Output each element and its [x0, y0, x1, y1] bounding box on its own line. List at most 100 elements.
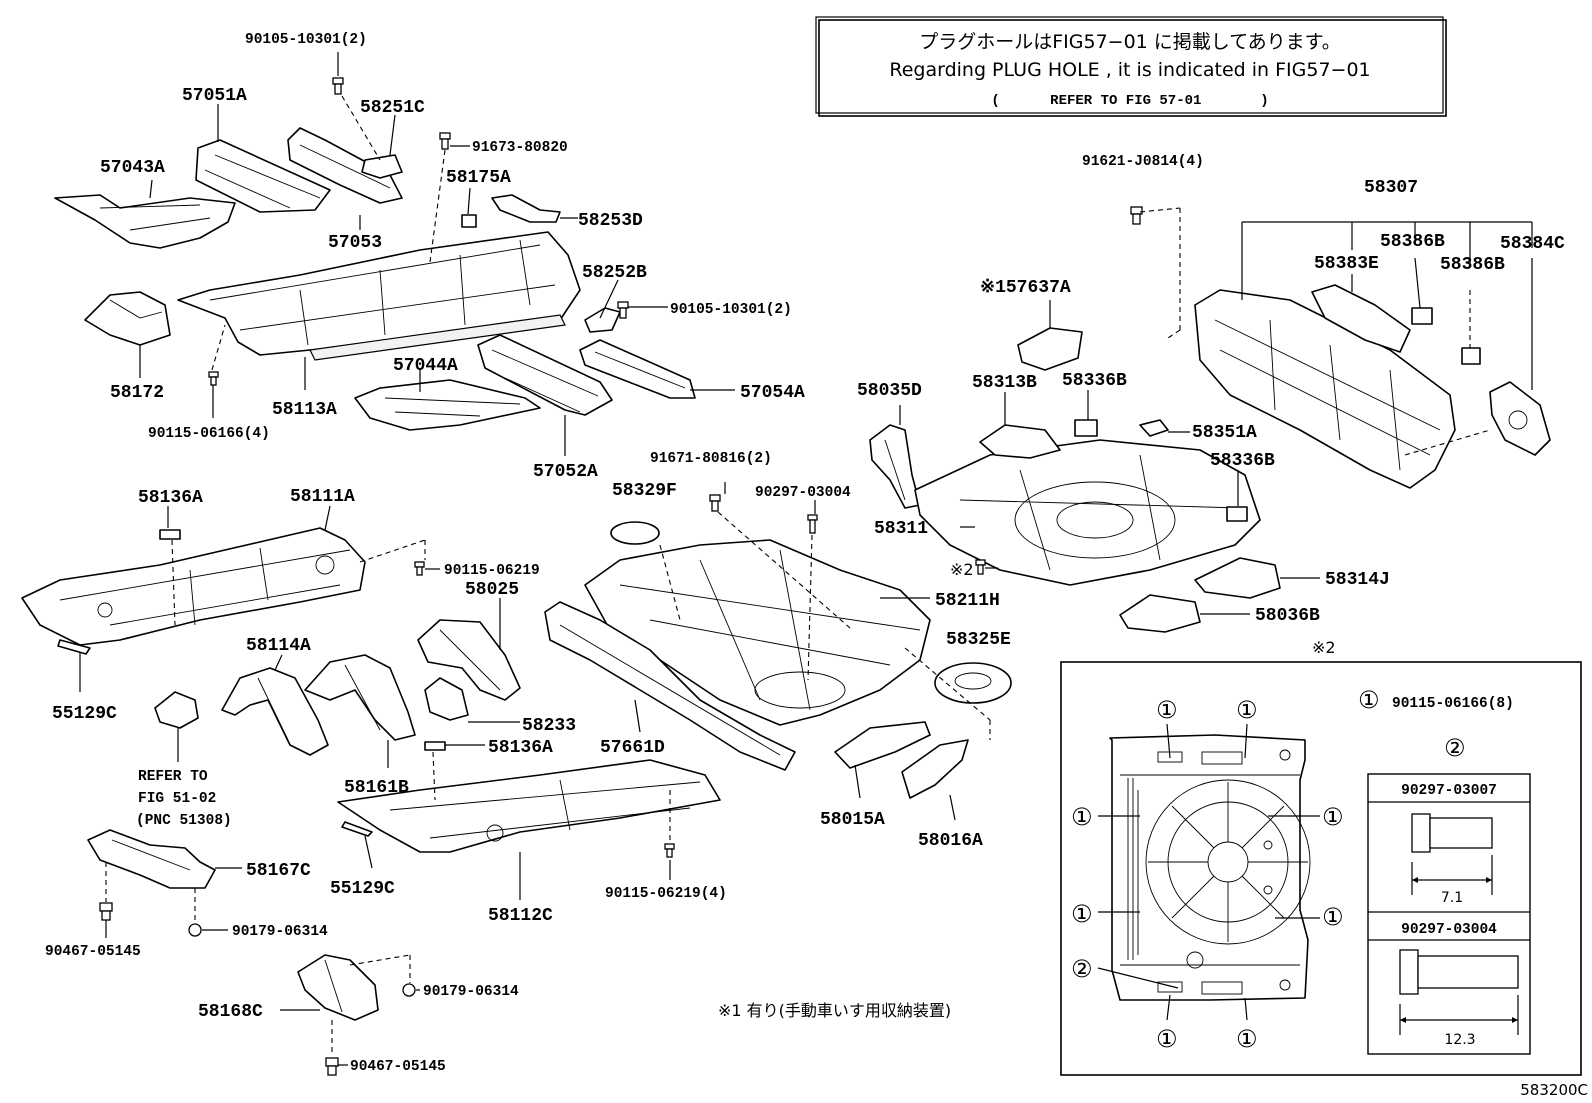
- leader-lines: [79, 52, 1533, 1066]
- label-58325e: 58325E: [946, 630, 1011, 650]
- inset-frame: [1060, 661, 1582, 1076]
- part-57044a-shape: [354, 379, 541, 431]
- note-box-frame: [818, 19, 1447, 117]
- label-58384c: 58384C: [1500, 234, 1565, 254]
- label-55129c-mid: 55129C: [330, 879, 395, 899]
- part-58314j-shape: [1194, 557, 1281, 599]
- label-mark2-bolt: ※2: [950, 560, 974, 579]
- note-line-english: Regarding PLUG HOLE , it is indicated in…: [889, 59, 1370, 81]
- inset-legend-1-symbol: ①: [1358, 686, 1380, 714]
- part-58325e-shape: [934, 662, 1012, 704]
- inset-callout-1-f: ①: [1322, 903, 1344, 931]
- label-58168c: 58168C: [198, 1002, 263, 1022]
- part-shapes: [21, 127, 1551, 1021]
- part-58036b-shape: [1119, 594, 1201, 633]
- bolt-90297-03004: [807, 514, 818, 534]
- bolt-mark2: [975, 559, 986, 575]
- part-58111a-shape: [21, 527, 366, 646]
- inset-callout-1-b: ①: [1236, 696, 1258, 724]
- part-58025-shape: [417, 619, 521, 701]
- part-58035d-shape: [869, 424, 921, 509]
- label-58351a: 58351A: [1192, 423, 1257, 443]
- label-57043a: 57043A: [100, 158, 165, 178]
- part-refer-bracket-shape: [154, 691, 199, 729]
- label-90115-06219: 90115-06219: [444, 563, 540, 579]
- label-58383e: 58383E: [1314, 254, 1379, 274]
- label-58167c: 58167C: [246, 861, 311, 881]
- footnote: ※1 有り(手動車いす用収納装置): [718, 1001, 951, 1020]
- part-58307-shape: [1194, 289, 1456, 489]
- label-58172: 58172: [110, 383, 164, 403]
- inset-callouts: ① ① ① ① ① ① ② ① ①: [1071, 696, 1344, 1053]
- inset-box-b-bolt-drawing: [1399, 949, 1519, 1035]
- inset-callout-1-d: ①: [1322, 803, 1344, 831]
- label-57053: 57053: [328, 233, 382, 253]
- label-90467-05145-b: 90467-05145: [350, 1059, 446, 1075]
- label-58175a: 58175A: [446, 168, 511, 188]
- refer-note-line1: REFER TO: [138, 769, 208, 785]
- part-58113a-shape: [177, 231, 581, 361]
- inset-floor-drawing: [1109, 734, 1311, 1001]
- inset-box-a-dim: 7.1: [1441, 890, 1463, 906]
- part-55129c-left-shape: [57, 639, 91, 655]
- inset-callout-1-c: ①: [1071, 803, 1093, 831]
- part-58386b-a-shape: [1411, 307, 1433, 325]
- label-58233: 58233: [522, 716, 576, 736]
- label-58252b: 58252B: [582, 263, 647, 283]
- part-57661d-shape: [544, 601, 796, 771]
- label-58336b-b: 58336B: [1210, 451, 1275, 471]
- inset-box-b-part: 90297-03004: [1401, 922, 1497, 938]
- part-58233-shape: [424, 677, 469, 721]
- label-58386b-a: 58386B: [1380, 232, 1445, 252]
- part-58015a-shape: [834, 721, 931, 769]
- part-58172-shape: [84, 291, 171, 346]
- part-58329f-shape: [610, 521, 660, 545]
- bolt-91671-80816: [709, 494, 721, 512]
- note-line-japanese: プラグホールはFIG57−01 に掲載してあります。: [919, 31, 1341, 53]
- part-58384c-shape: [1489, 381, 1551, 456]
- inset-mark: ※2: [1312, 638, 1336, 657]
- part-57043a-shape: [54, 194, 236, 249]
- label-90115-06166-4: 90115-06166(4): [148, 426, 270, 442]
- part-58311-shape: [914, 439, 1261, 586]
- inset-box-b-dim: 12.3: [1444, 1032, 1475, 1048]
- inset-callout-1-a: ①: [1156, 696, 1178, 724]
- inset-callout-1-e: ①: [1071, 900, 1093, 928]
- inset-bolt-box: 90297-03007 7.1 90297-03004 12.3: [1367, 773, 1531, 1055]
- bolt-90105-10301-top: [332, 77, 344, 95]
- part-58016a-shape: [901, 739, 969, 799]
- label-90297-03004: 90297-03004: [755, 485, 851, 501]
- label-58136a-mid: 58136A: [488, 738, 553, 758]
- label-90115-06219-4: 90115-06219(4): [605, 886, 727, 902]
- label-57052a: 57052A: [533, 462, 598, 482]
- label-57661d: 57661D: [600, 738, 665, 758]
- label-90105-10301-mid: 90105-10301(2): [670, 302, 792, 318]
- note-line-refer: ( REFER TO FIG 57-01 ): [991, 93, 1268, 109]
- label-58035d: 58035D: [857, 381, 922, 401]
- inset-mark2: ※2 ① 90115-06166(8) ② ①: [1060, 638, 1582, 1076]
- part-58161b-shape: [304, 654, 416, 741]
- label-58386b-b: 58386B: [1440, 255, 1505, 275]
- part-58251c-shape: [361, 154, 403, 179]
- bolt-90467-05145-a: [99, 902, 113, 921]
- note-box-frame-inner: [815, 16, 1444, 114]
- part-58175a-shape: [461, 214, 477, 228]
- label-58336b-a: 58336B: [1062, 371, 1127, 391]
- part-58351a-shape: [1139, 419, 1169, 437]
- label-57637a: ※157637A: [980, 278, 1071, 298]
- label-57044a: 57044A: [393, 356, 458, 376]
- note-box: プラグホールはFIG57−01 に掲載してあります。 Regarding PLU…: [815, 16, 1447, 117]
- part-number-labels: 90105-10301(2) 57051A 58251C 57043A 9167…: [45, 32, 1565, 1075]
- inset-box-a-bolt-drawing: [1411, 813, 1493, 895]
- part-58336b-a-shape: [1074, 419, 1098, 437]
- label-90179-06314-a: 90179-06314: [232, 924, 328, 940]
- label-58015a: 58015A: [820, 810, 885, 830]
- inset-callout-1-g: ①: [1156, 1025, 1178, 1053]
- refer-note-line2: FIG 51-02: [138, 791, 216, 807]
- figure-code: 583200C: [1520, 1081, 1588, 1099]
- label-58314j: 58314J: [1325, 570, 1390, 590]
- bolts: [99, 77, 1143, 1076]
- part-58136a-top-shape: [159, 529, 181, 540]
